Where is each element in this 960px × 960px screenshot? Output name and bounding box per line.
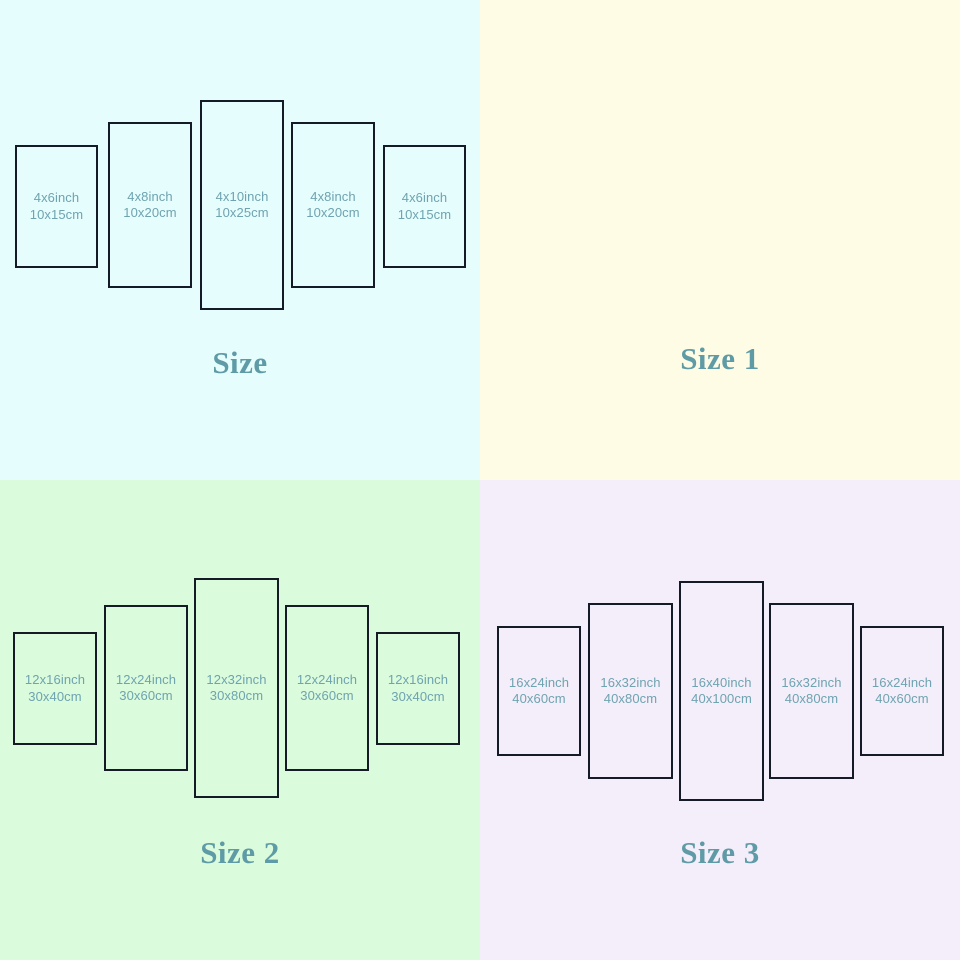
- panel-size-cm: 30x80cm: [209, 688, 264, 703]
- panel-size-cm: 40x60cm: [875, 691, 929, 706]
- panel-size-cm: 40x60cm: [512, 691, 566, 706]
- panel-size-cm: 40x80cm: [784, 691, 839, 706]
- panel-size-inch: 12x16inch: [387, 672, 449, 687]
- panel-group-size-1: 8x14inch20x35cm8x18inch20x45cm8x22inch20…: [480, 0, 960, 400]
- panel-size-inch: 4x6inch: [33, 190, 80, 205]
- panel-size-cm: 30x60cm: [300, 688, 354, 703]
- panel-size-inch: 4x8inch: [127, 188, 173, 204]
- panel-size-cm: 10x20cm: [306, 205, 360, 220]
- panel-size-inch: 12x16inch: [24, 672, 86, 687]
- panel-size-inch: 12x32inch: [206, 671, 267, 687]
- panel-size-inch: 16x24inch: [871, 674, 933, 690]
- panel-size-cm: 10x15cm: [29, 206, 84, 222]
- panel-size-inch: 16x24inch: [508, 674, 570, 690]
- panel-size-inch: 16x40inch: [691, 674, 752, 690]
- quadrant-title-size: Size: [212, 345, 268, 380]
- panel-size-inch: 12x24inch: [115, 671, 177, 687]
- quadrant-title-size-1: Size 1: [680, 341, 760, 376]
- panel-size-inch: 16x32inch: [600, 674, 661, 690]
- panel-size-cm: 40x80cm: [603, 691, 658, 706]
- panel-size-inch: 12x24inch: [296, 671, 358, 687]
- panel-size-cm: 10x15cm: [397, 206, 452, 222]
- quadrant-size-1: 8x14inch20x35cm8x18inch20x45cm8x22inch20…: [480, 0, 960, 480]
- panel-size-cm: 30x40cm: [28, 688, 82, 704]
- quadrant-title-size-2: Size 2: [200, 835, 280, 870]
- panel-size-inch: 16x32inch: [781, 674, 842, 690]
- panel-size-cm: 30x60cm: [119, 688, 173, 703]
- panel-size-inch: 4x8inch: [310, 188, 356, 204]
- panel-size-cm: 30x40cm: [391, 688, 445, 704]
- panel-size-cm: 10x20cm: [123, 205, 177, 220]
- panel-size-inch: 4x10inch: [215, 188, 269, 204]
- panel-size-cm: 40x100cm: [691, 691, 752, 706]
- panel-size-cm: 10x25cm: [215, 205, 269, 220]
- quadrant-title-size-3: Size 3: [680, 835, 760, 870]
- panel-size-inch: 4x6inch: [401, 190, 448, 205]
